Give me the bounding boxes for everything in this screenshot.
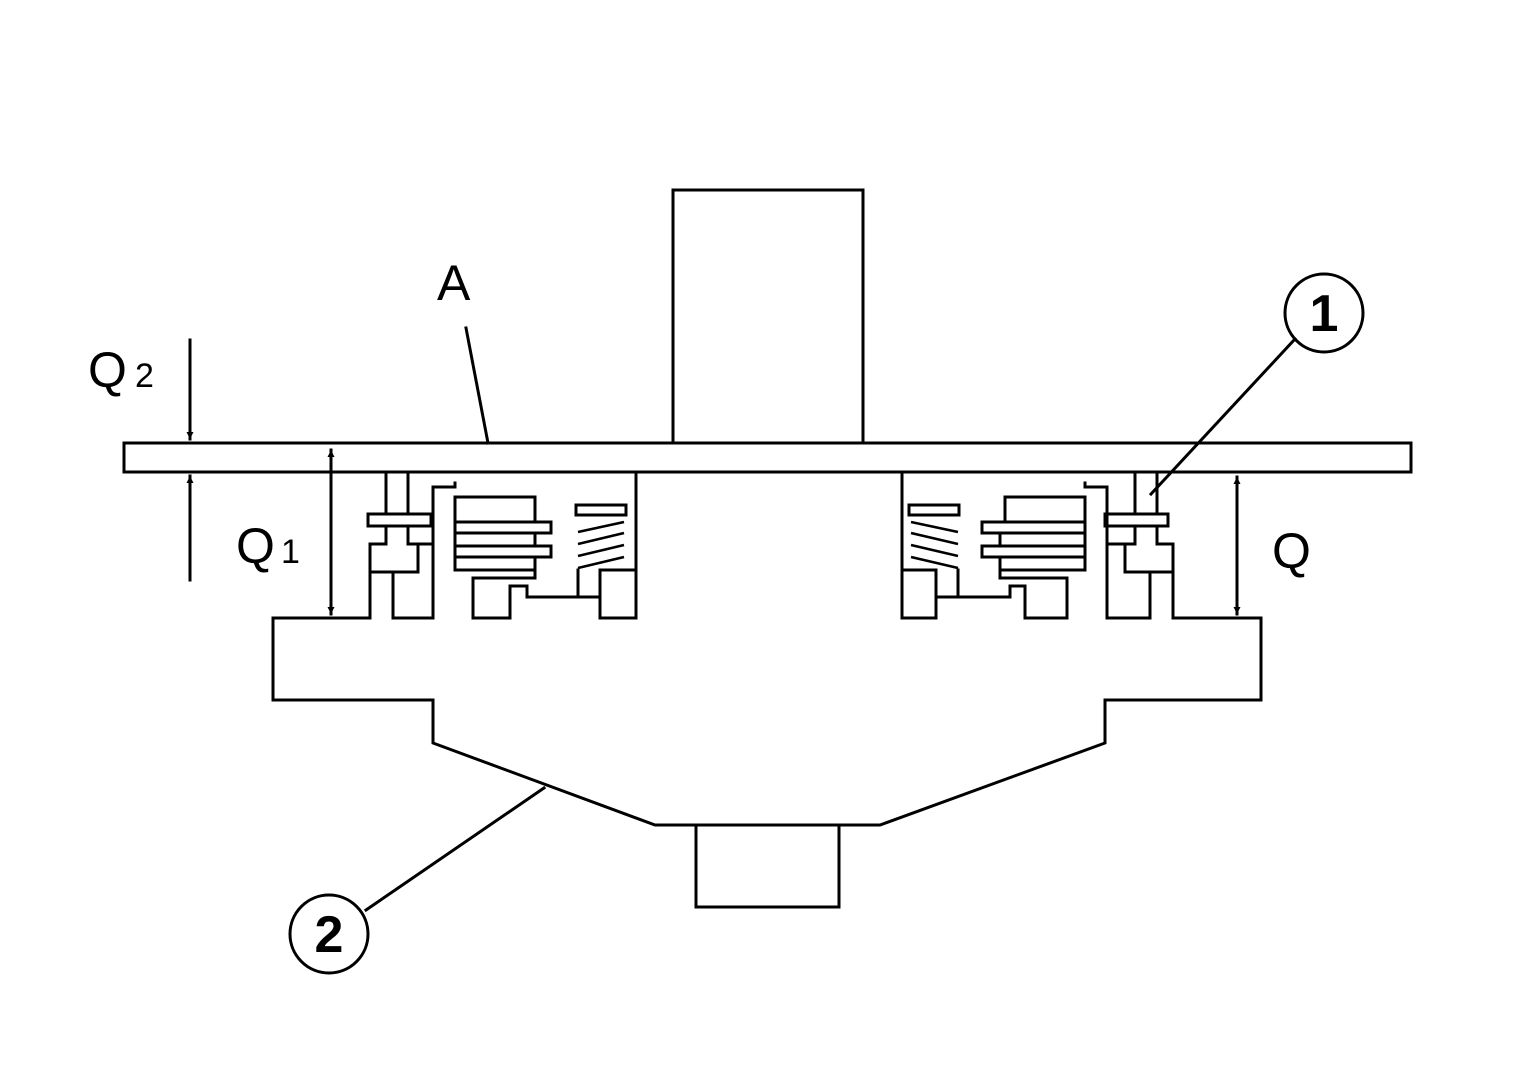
callout-circle-2	[288, 893, 370, 975]
left-clutch-assembly	[366, 470, 638, 620]
callout-number-1: 1	[1310, 285, 1339, 343]
label-plate-a: A	[437, 255, 471, 311]
callout-number-2: 2	[315, 906, 344, 964]
dimension-q1: Q 1	[236, 448, 335, 616]
output-shaft	[694, 823, 841, 909]
label-q2-sub: 2	[135, 357, 154, 395]
label-q1: Q	[236, 518, 275, 574]
callout-circle-1	[1283, 272, 1365, 354]
dimension-q: Q	[1233, 475, 1311, 616]
leader-a	[464, 326, 490, 445]
right-clutch-assembly	[900, 470, 1175, 620]
leader-2	[363, 785, 547, 913]
callout-1: 1	[1148, 272, 1365, 497]
shaft-boss	[671, 188, 865, 445]
label-q: Q	[1272, 523, 1311, 579]
dimension-q2: Q 2	[88, 338, 194, 582]
leader-1	[1148, 336, 1298, 497]
straight-edge-a	[122, 441, 1413, 474]
clutch-drum-body	[271, 616, 1263, 827]
label-q1-sub: 1	[281, 533, 300, 571]
label-q2: Q	[88, 342, 127, 398]
callout-2: 2	[288, 785, 547, 975]
